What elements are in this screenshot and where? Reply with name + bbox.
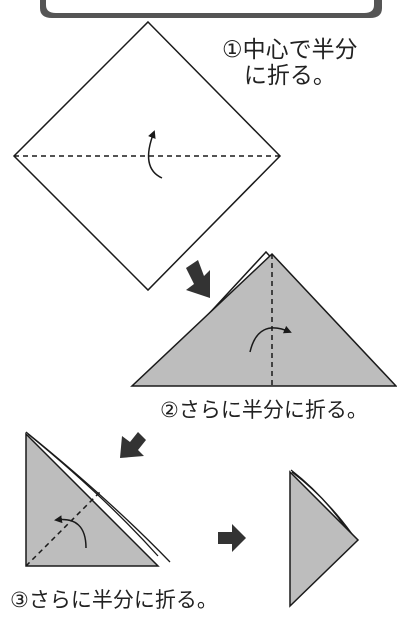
step1-label: ①中心で半分 に折る。: [222, 37, 358, 90]
curved-fold-arrow-icon: [249, 325, 292, 353]
step1-diamond: [12, 20, 282, 292]
header-tab: [40, 0, 382, 18]
step1-label-line2: に折る。: [243, 63, 336, 90]
curved-fold-arrow-icon: [147, 130, 163, 179]
curved-fold-arrow-icon: [54, 515, 87, 549]
step3-label: ③さらに半分に折る。: [10, 588, 218, 612]
step2-triangle: [130, 250, 397, 387]
result-shape: [289, 469, 360, 608]
step3-triangle: [25, 431, 171, 567]
step-arrow-icon: [120, 432, 146, 458]
step-arrow-icon: [186, 260, 210, 298]
step1-label-line1: ①中心で半分: [222, 37, 358, 63]
step2-label: ②さらに半分に折る。: [160, 398, 368, 422]
step-arrow-icon: [218, 524, 246, 552]
